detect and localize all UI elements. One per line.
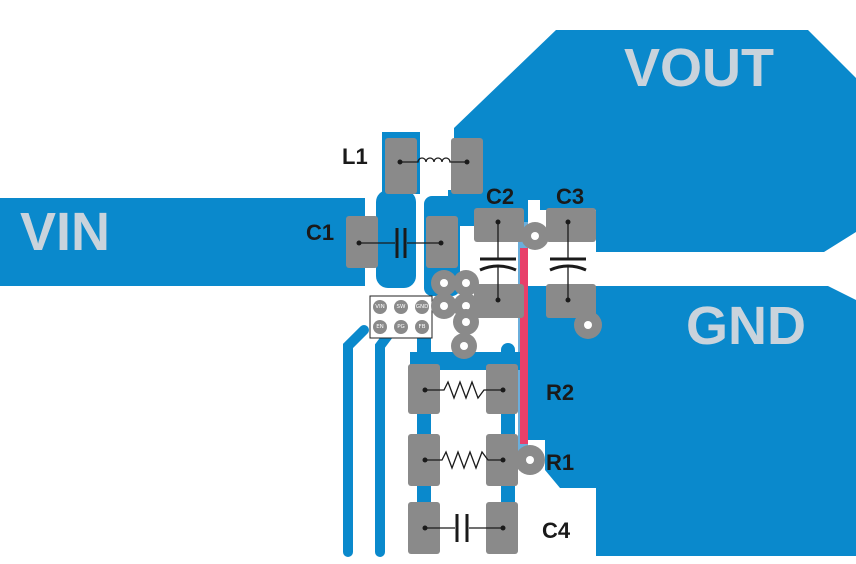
- ic-pin-sw: SW: [394, 300, 408, 314]
- vin-net-label: VIN: [20, 202, 110, 262]
- ic-pin-vin: VIN: [373, 300, 387, 314]
- ic-footprint: VIN SW GND EN PG FB: [369, 295, 433, 339]
- gnd-net-label: GND: [686, 296, 806, 356]
- vin-copper-pour: [0, 198, 365, 286]
- vout-net-label: VOUT: [624, 38, 774, 98]
- c3-label: C3: [556, 184, 584, 209]
- l1-label: L1: [342, 144, 368, 169]
- r2-label: R2: [546, 380, 574, 405]
- l1-inductor: [385, 138, 483, 194]
- ic-pin-fb: FB: [415, 320, 429, 334]
- c2-label: C2: [486, 184, 514, 209]
- ic-pin-pg: PG: [394, 320, 408, 334]
- c2-capacitor: [474, 208, 524, 318]
- r1-label: R1: [546, 450, 574, 475]
- svg-text:VIN: VIN: [375, 304, 385, 310]
- ic-pin-gnd: GND: [415, 300, 429, 314]
- svg-text:PG: PG: [397, 324, 405, 330]
- c1-capacitor: [346, 216, 458, 268]
- r2-resistor: [408, 364, 518, 414]
- pg-trace: [375, 325, 397, 557]
- feedback-trace: [520, 248, 528, 444]
- vout-via: [521, 222, 549, 250]
- fb-via: [515, 445, 545, 475]
- svg-text:GND: GND: [416, 304, 429, 310]
- c4-label: C4: [542, 518, 571, 543]
- svg-text:FB: FB: [419, 324, 426, 330]
- en-trace: [343, 325, 369, 557]
- gnd-copper-pour: [528, 286, 856, 556]
- vout-copper-pour: [454, 30, 856, 252]
- gnd-via-cluster: [431, 270, 479, 359]
- c4-capacitor: [408, 502, 518, 554]
- r1-resistor: [408, 434, 518, 486]
- c1-label: C1: [306, 220, 334, 245]
- ic-pin-en: EN: [373, 320, 387, 334]
- svg-text:SW: SW: [397, 304, 406, 310]
- svg-text:EN: EN: [376, 324, 384, 330]
- c3-capacitor: [546, 208, 596, 318]
